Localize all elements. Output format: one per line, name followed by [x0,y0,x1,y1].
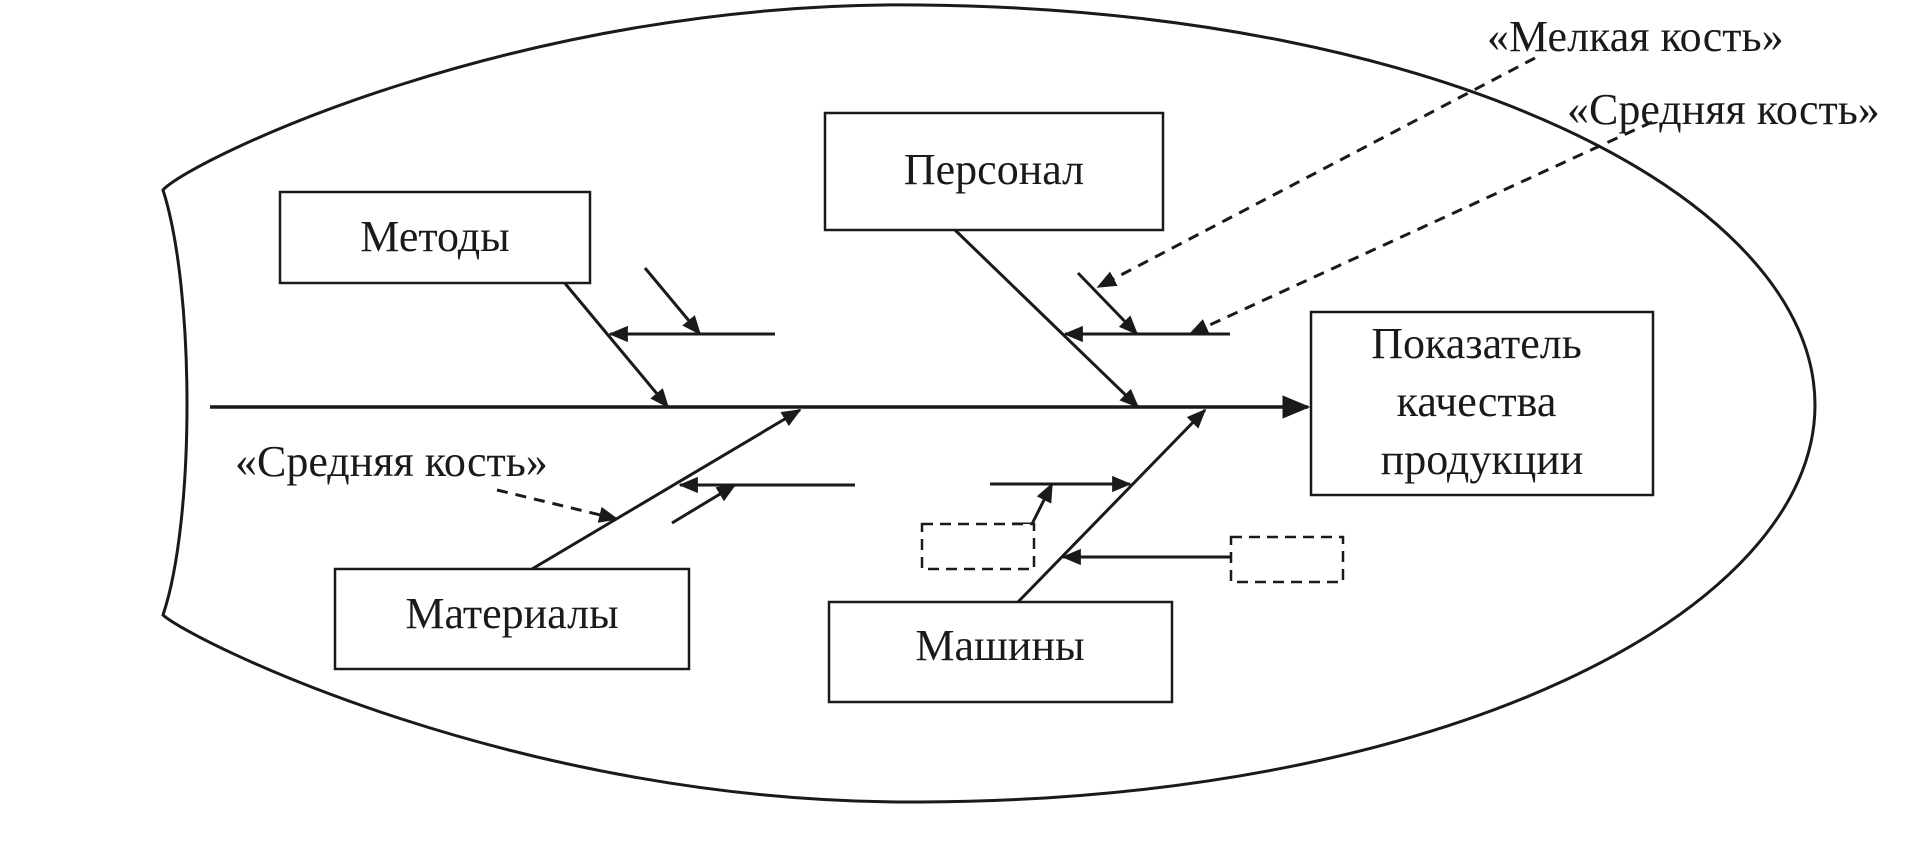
methods-bone [561,280,670,409]
machines-bone [1016,408,1207,604]
materials-small-bone [671,483,737,525]
methods-label: Методы [360,212,509,261]
medium-bone-top-annotation: «Средняя кость» [1567,85,1880,134]
machines-box [827,600,1174,704]
medium-bone-left-pointer [496,488,619,523]
effect-label-line-1: Показатель [1371,319,1582,368]
medium-bone-left-annotation: «Средняя кость» [235,437,548,486]
personnel-label: Персонал [904,145,1084,194]
effect-label: Показатель качества продукции [1371,319,1593,484]
personnel-bone [953,228,1140,409]
materials-box [333,567,691,671]
personnel-box [823,111,1165,232]
medium-bone-top-pointer [1188,120,1653,336]
materials-bone [531,408,802,571]
placeholder-box-left [920,522,1036,571]
effect-box [1309,310,1655,497]
machines-label: Машины [915,621,1084,670]
fish-outline [161,3,1817,804]
machines-small-bone [1012,482,1054,526]
materials-label: Материалы [405,589,618,638]
placeholder-box-right [1229,535,1345,584]
small-bone-annotation: «Мелкая кость» [1487,12,1784,61]
methods-small-bone [643,267,702,336]
methods-box [278,190,592,285]
small-bone-pointer [1096,56,1536,289]
effect-label-line-2: качества [1397,377,1557,426]
personnel-small-bone [1076,271,1139,336]
effect-label-line-3: продукции [1381,435,1584,484]
